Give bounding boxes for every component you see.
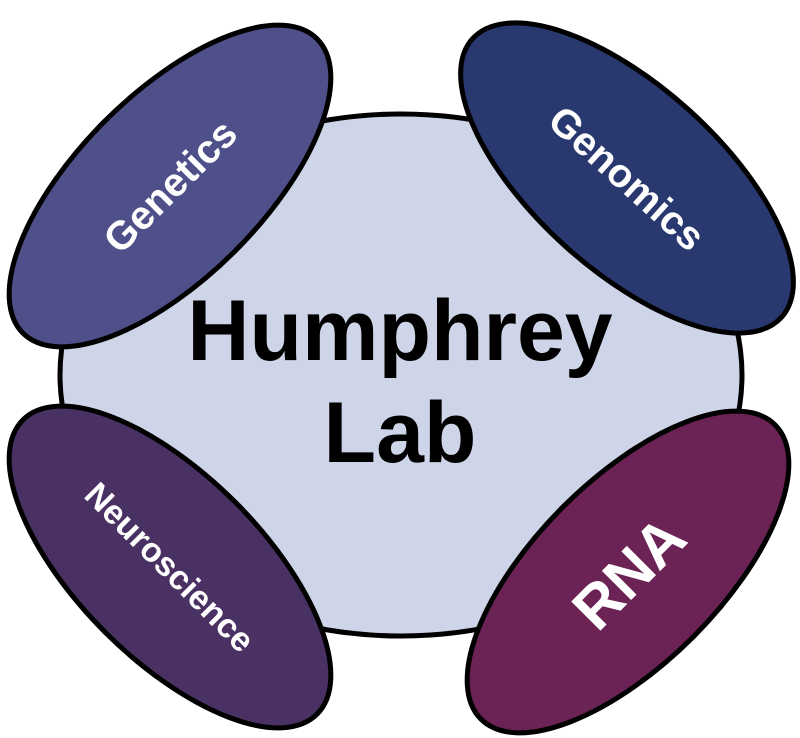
- topic-rna: RNA: [464, 408, 792, 736]
- rna-ellipse: [464, 408, 792, 736]
- topic-genetics: Genetics: [6, 22, 334, 350]
- genetics-ellipse: [6, 22, 334, 350]
- neuroscience-ellipse: [6, 403, 334, 731]
- topic-neuroscience: Neuroscience: [6, 403, 334, 731]
- lab-title-line2: Lab: [324, 385, 477, 481]
- topic-genomics: Genomics: [458, 20, 796, 336]
- lab-title-line1: Humphrey: [187, 283, 612, 379]
- genomics-ellipse: [458, 20, 796, 336]
